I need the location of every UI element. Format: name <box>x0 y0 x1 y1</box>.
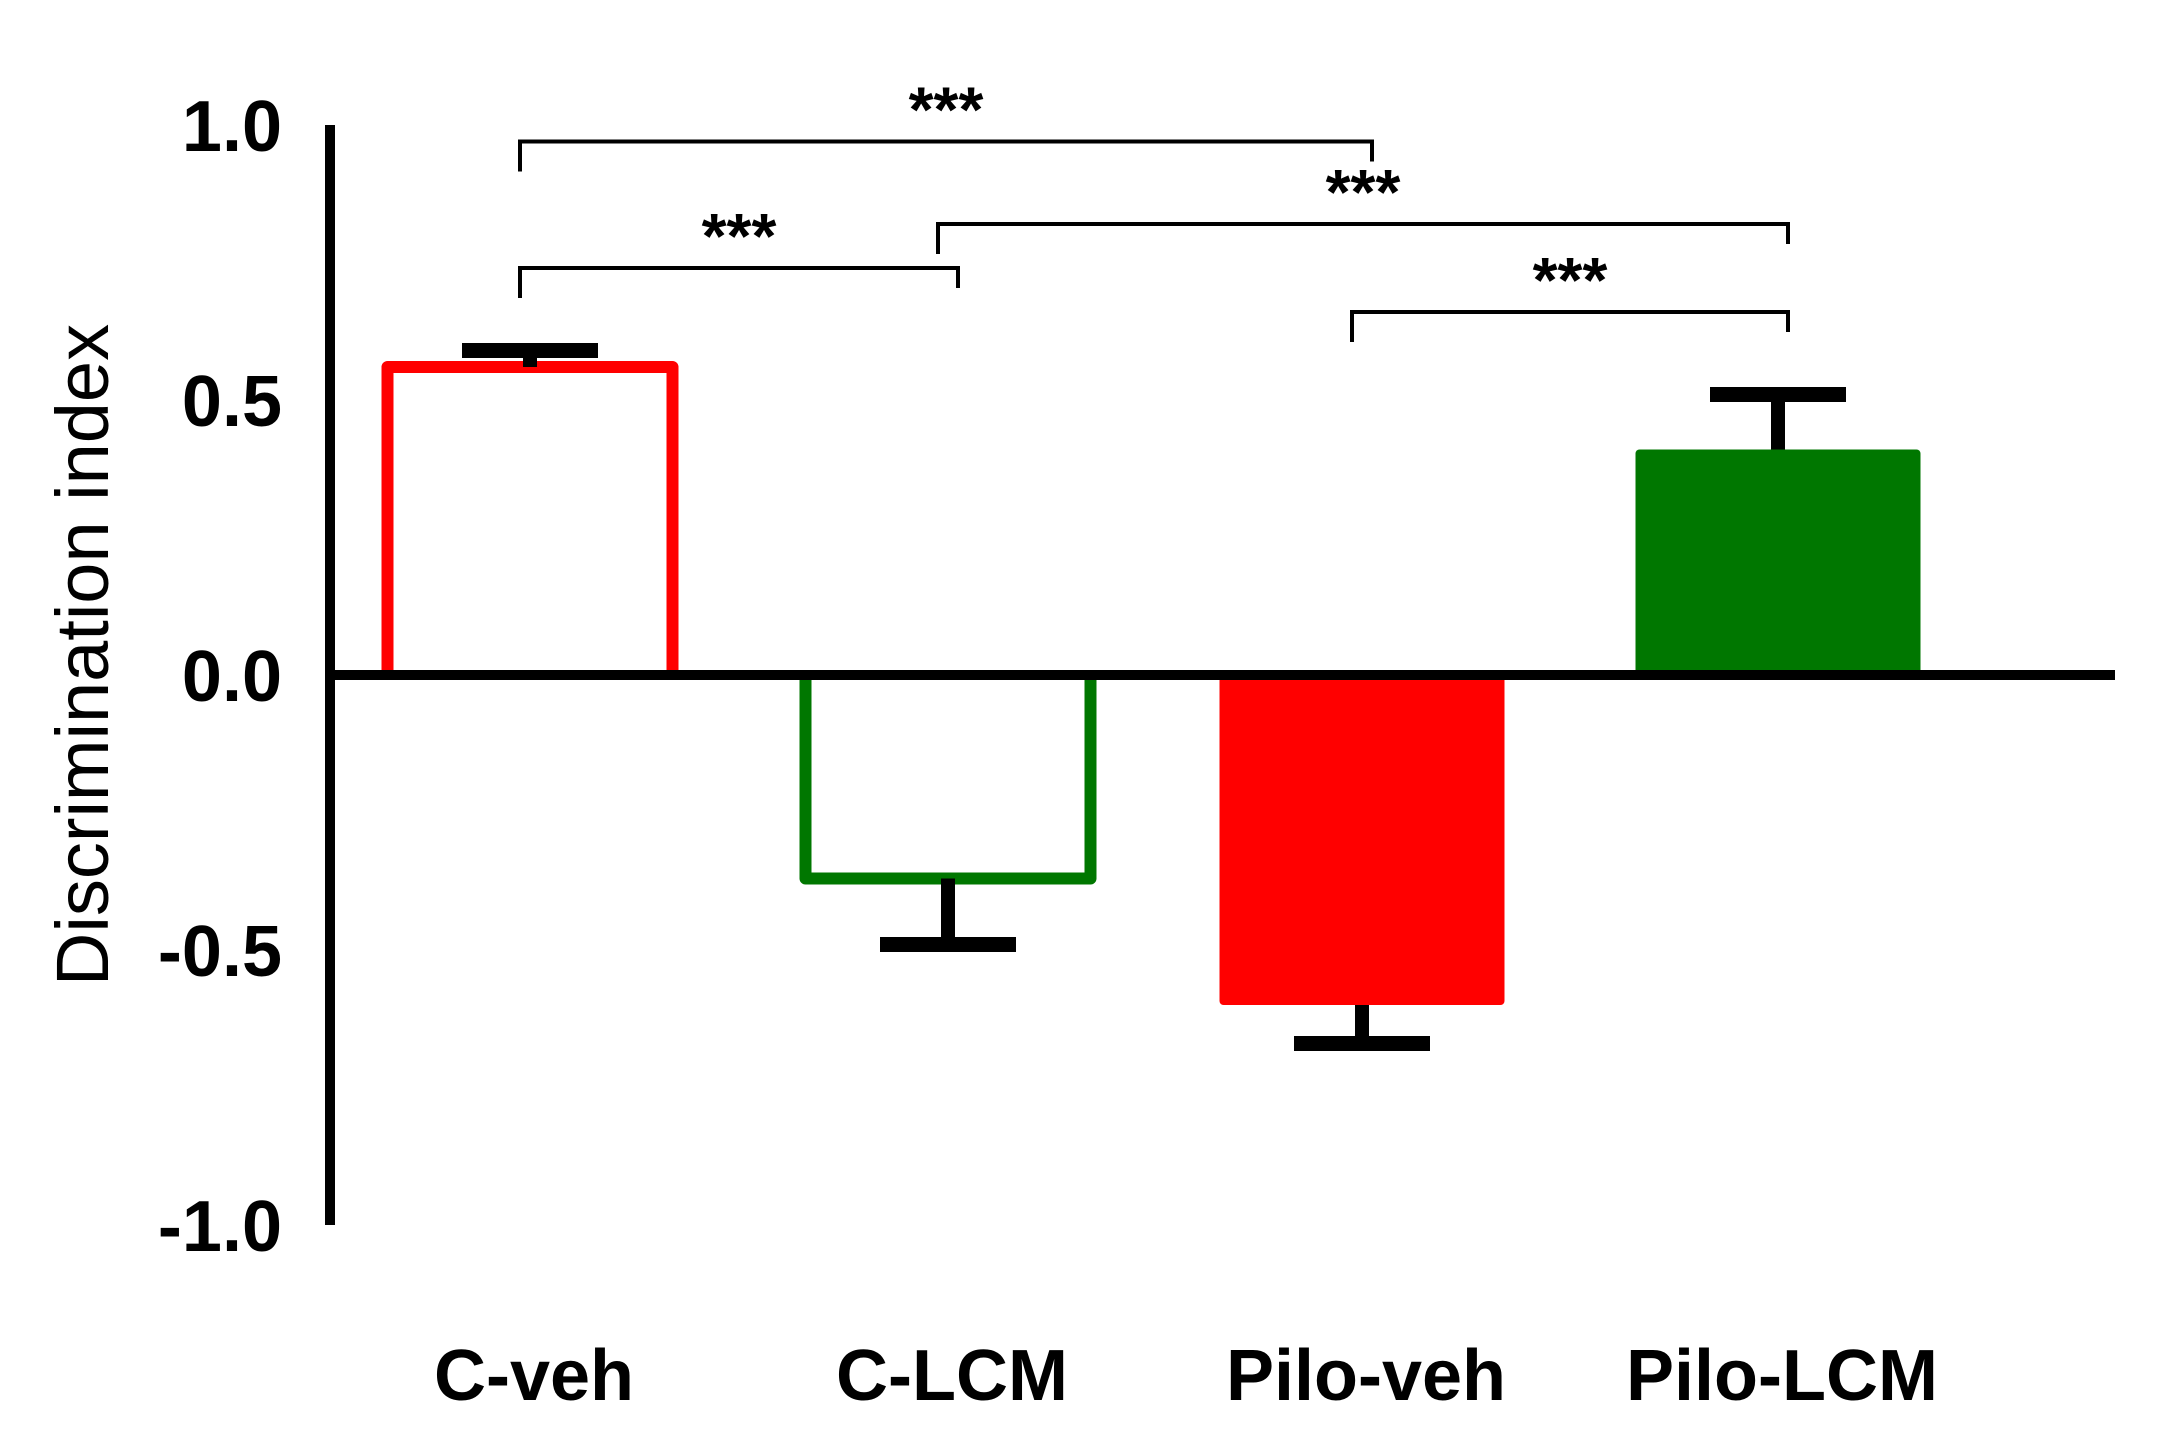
significance-bracket <box>936 222 1790 254</box>
y-tick-label: 0.0 <box>182 637 282 717</box>
y-tick-label: 1.0 <box>182 87 282 167</box>
axes-group <box>325 125 2115 1225</box>
significance-label: *** <box>909 74 984 146</box>
significance-label: *** <box>1533 244 1608 316</box>
significance-bracket <box>1350 310 1790 342</box>
x-category-label: C-veh <box>434 1336 634 1416</box>
x-category-label: Pilo-veh <box>1226 1336 1506 1416</box>
bar-Pilo-veh <box>1219 675 1505 1005</box>
significance-bracket <box>518 266 960 298</box>
y-tick-label: 0.5 <box>182 362 282 442</box>
bar-C-LCM <box>799 675 1097 885</box>
significance-label: *** <box>702 200 777 272</box>
y-axis-title: Discrimination index <box>41 324 124 986</box>
bar-C-veh <box>381 361 679 675</box>
y-tick-label: -1.0 <box>158 1187 282 1267</box>
bars-group <box>381 361 1921 1005</box>
significance-label: *** <box>1326 156 1401 228</box>
significance-group: *** *** *** *** <box>518 74 1790 342</box>
x-category-label: C-LCM <box>836 1336 1068 1416</box>
x-category-label: Pilo-LCM <box>1626 1336 1938 1416</box>
x-categories-group: C-veh C-LCM Pilo-veh Pilo-LCM <box>434 1336 1938 1416</box>
bar-Pilo-LCM <box>1635 449 1921 675</box>
significance-bracket <box>518 139 1374 172</box>
y-ticks-group: 1.0 0.5 0.0 -0.5 -1.0 <box>158 87 282 1267</box>
y-tick-label: -0.5 <box>158 912 282 992</box>
error-bars-group <box>462 343 1846 1051</box>
